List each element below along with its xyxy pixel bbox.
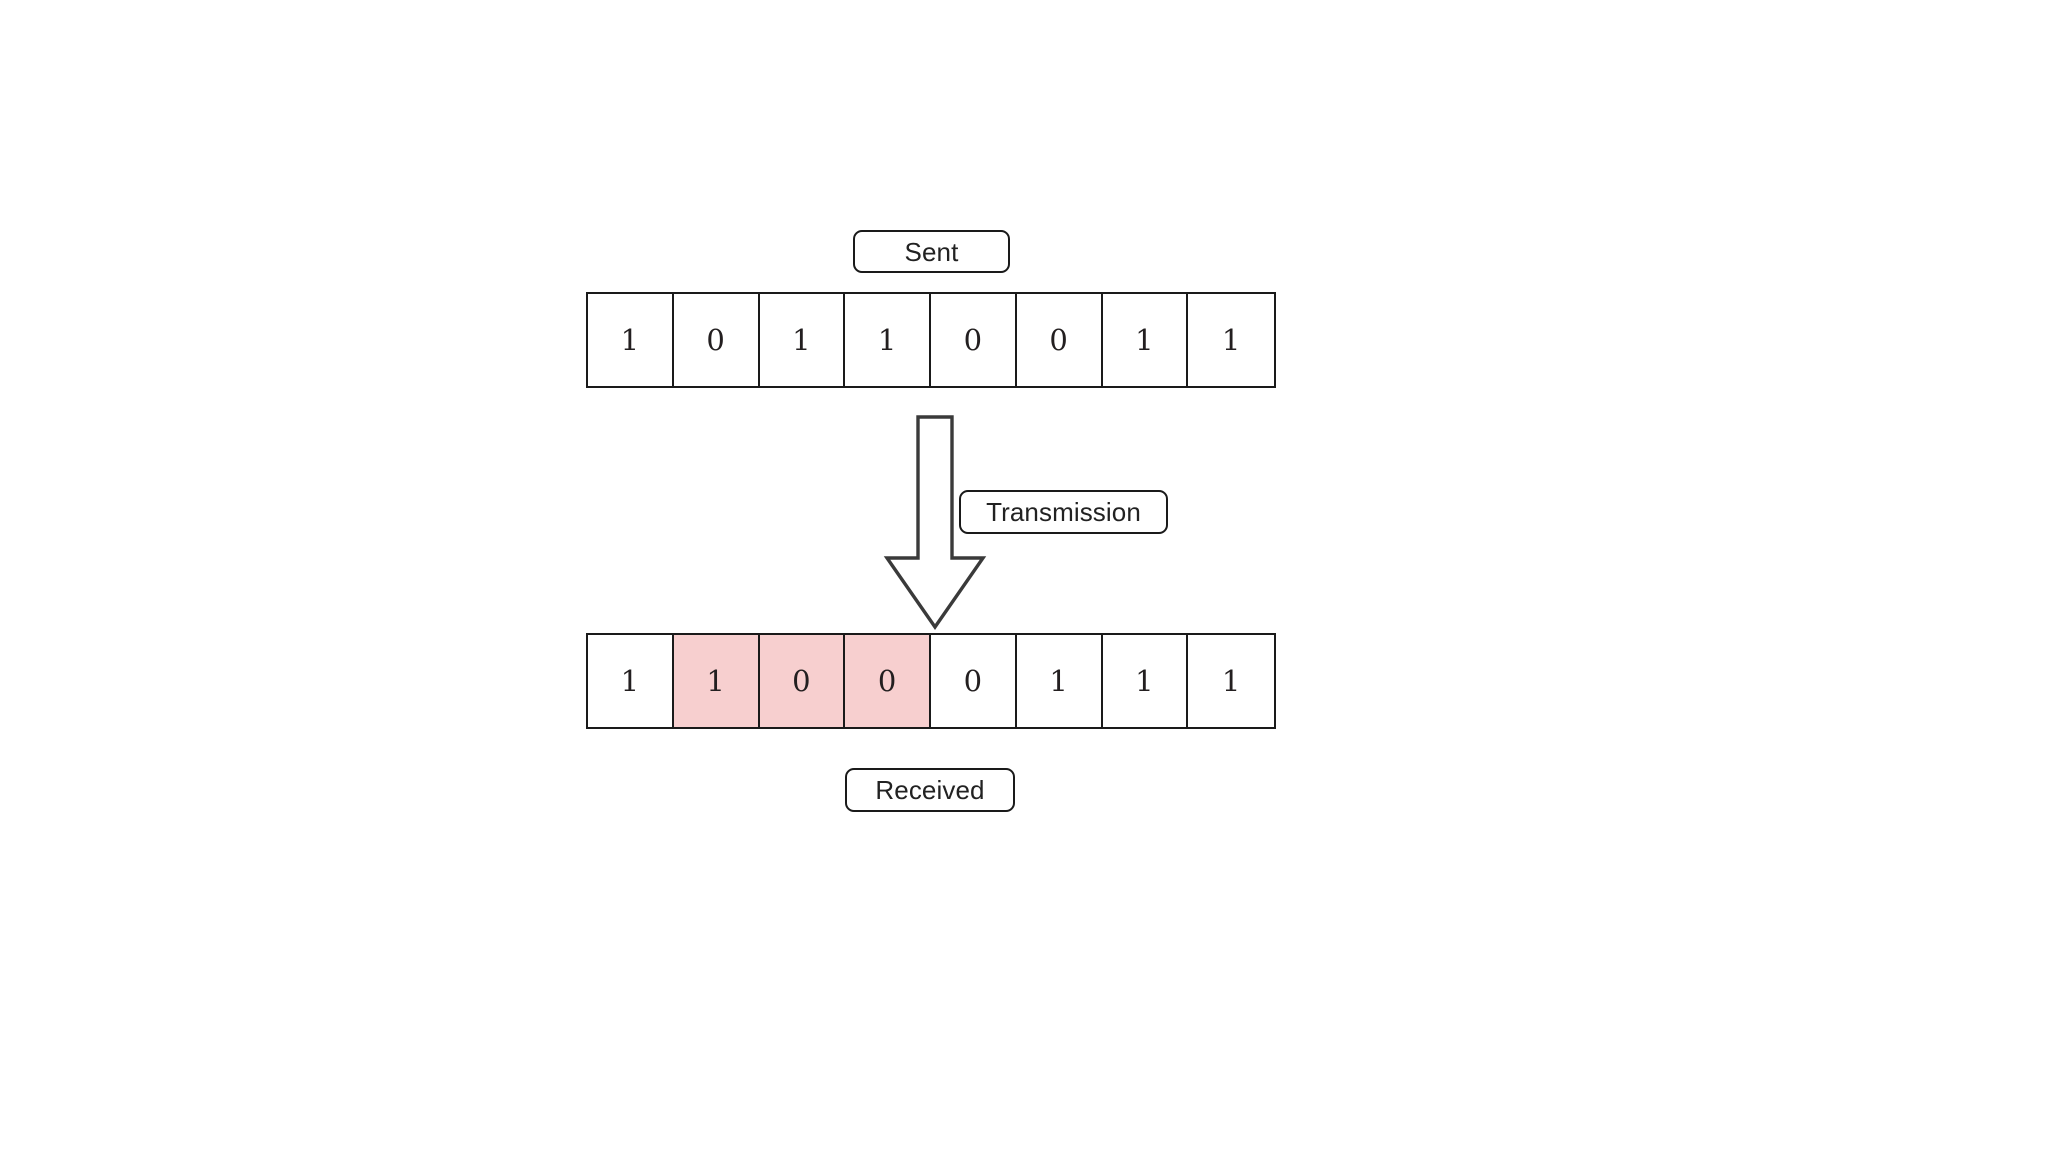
bit-cell: 1 [1188,294,1274,386]
bit-cell: 1 [588,294,674,386]
received-label-text: Received [875,775,985,805]
bit-cell: 1 [1188,635,1274,727]
bit-cell: 1 [759,294,846,386]
bit-cell: 1 [673,635,760,727]
bit-cell: 1 [1016,635,1103,727]
bit-cell: 1 [1102,294,1189,386]
sent-label: Sent [853,230,1010,273]
transmission-label: Transmission [959,490,1168,534]
bit-cell: 0 [1016,294,1103,386]
bit-cell: 0 [845,635,931,727]
bit-cell: 0 [673,294,760,386]
bit-cell: 0 [759,635,846,727]
bit-cell: 0 [931,635,1017,727]
down-arrow-icon [880,415,990,630]
received-label: Received [845,768,1015,812]
sent-label-text: Sent [904,236,959,267]
bit-cell: 1 [588,635,674,727]
bit-cell: 0 [931,294,1017,386]
bit-cell: 1 [845,294,931,386]
transmission-label-text: Transmission [986,497,1141,527]
bit-cell: 1 [1102,635,1189,727]
